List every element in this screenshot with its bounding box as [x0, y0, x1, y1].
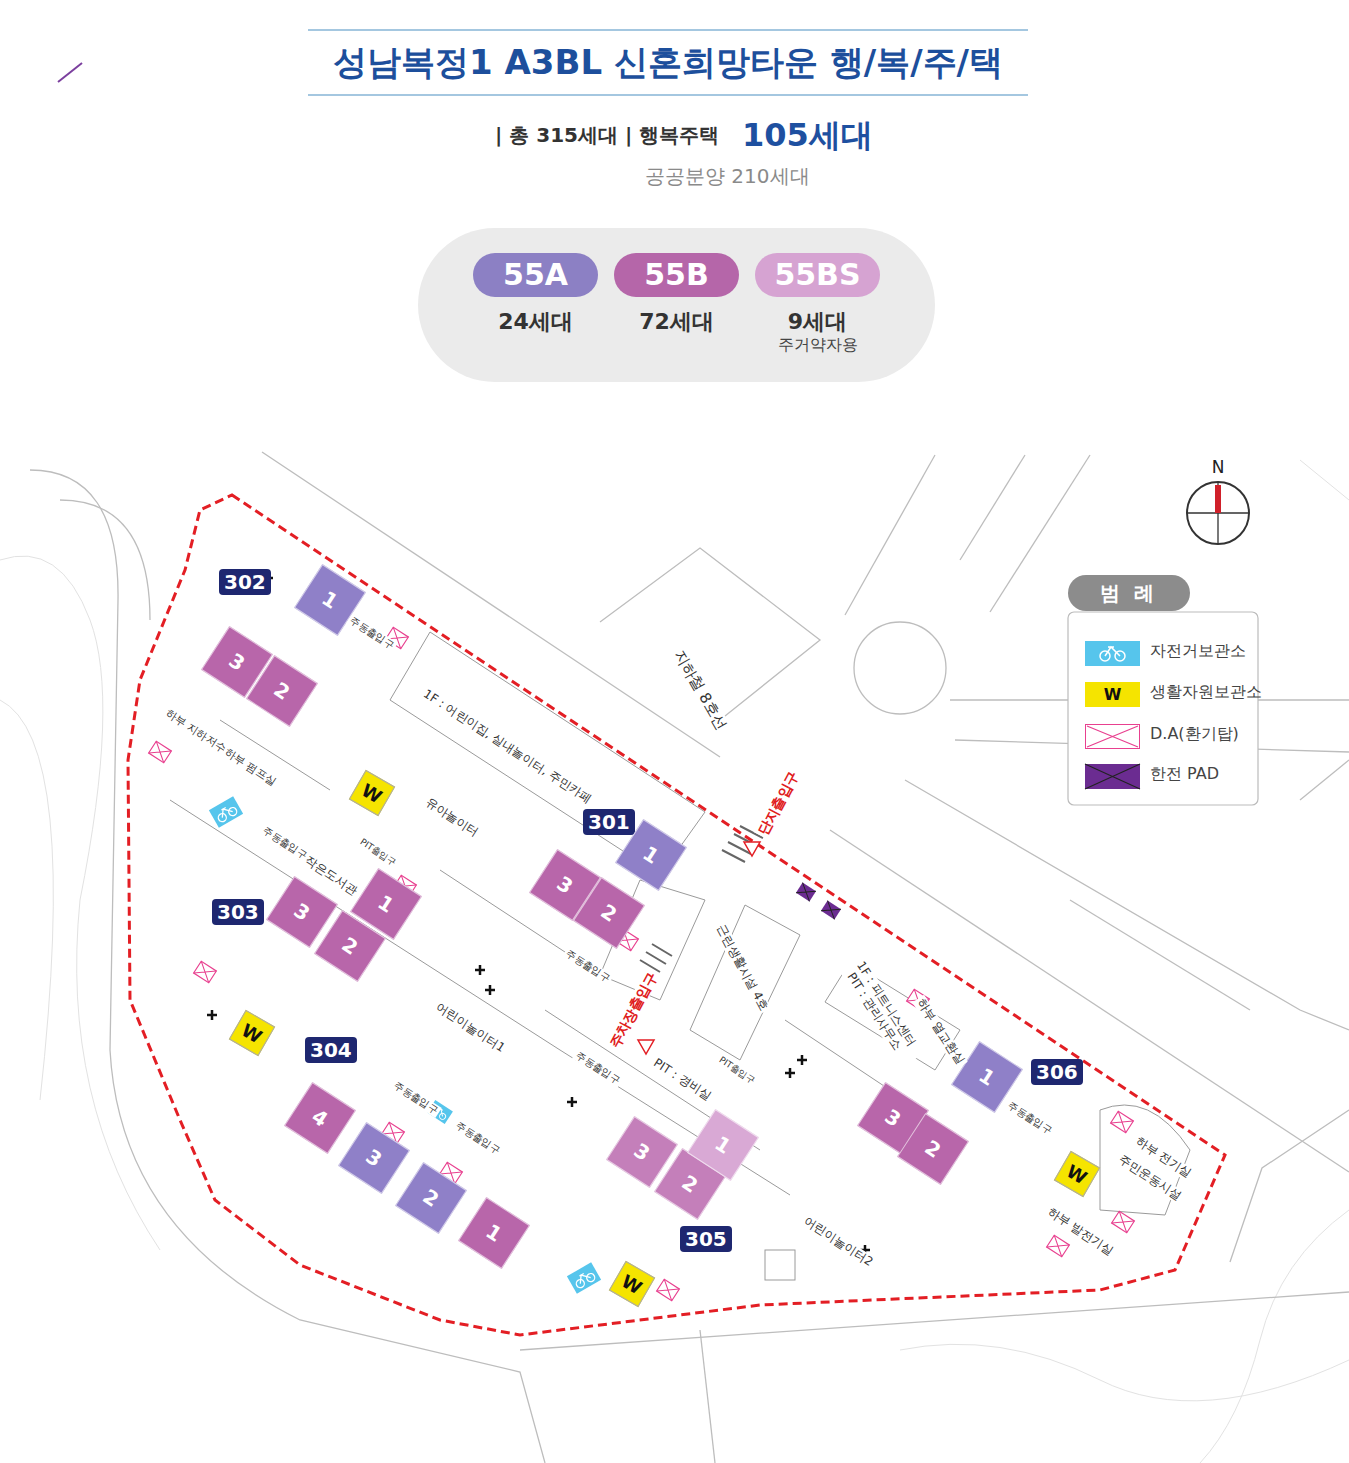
unit-number: 1	[318, 586, 343, 614]
building-number-text: 303	[217, 899, 259, 925]
map-label: 주동출입구	[452, 1118, 504, 1157]
map-label: PIT : 경비실	[649, 1055, 715, 1105]
unit-type-pill: 55A24세대	[473, 253, 598, 297]
unit-number: 1	[482, 1219, 507, 1247]
unit-block: 1	[458, 1197, 530, 1269]
station-letter: W	[618, 1270, 646, 1298]
legend-swatch	[1085, 641, 1140, 666]
building-number-text: 302	[224, 569, 266, 595]
unit-number: 2	[597, 899, 622, 927]
building-number-text: 305	[685, 1226, 727, 1252]
legend-swatch	[1085, 764, 1140, 789]
unit-number: 2	[678, 1170, 703, 1198]
unit-number: 2	[419, 1184, 444, 1212]
header-text: 공공분양 210세대	[645, 165, 810, 188]
type-name: 55B	[614, 253, 739, 297]
unit-count: 24세대	[473, 307, 598, 337]
unit-number: 1	[975, 1063, 1000, 1091]
map-label: 1F : 피트니스센터 PIT : 관리사무소	[835, 948, 926, 1067]
unit-number: 3	[553, 871, 578, 899]
map-label: 주동출입구	[562, 946, 614, 985]
unit-number: 2	[338, 932, 363, 960]
map-label: PIT출입구	[356, 836, 399, 869]
type-name: 55BS	[755, 253, 880, 297]
map-label: 유아놀이터	[421, 795, 482, 841]
building-number-text: 304	[310, 1037, 352, 1063]
unit-count: 72세대	[614, 307, 739, 337]
recycling-station: W	[349, 770, 395, 816]
recycling-station: W	[609, 1261, 655, 1307]
page-title: 성남복정1 A3BL 신혼희망타운 행/복/주/택	[308, 40, 1028, 86]
header-text: | 총 315세대 | 행복주택	[495, 124, 719, 147]
building-number-text: 306	[1036, 1059, 1078, 1085]
unit-number: 2	[270, 677, 295, 705]
unit-number: 3	[881, 1104, 906, 1132]
unit-count: 9세대	[755, 307, 880, 337]
map-label: 주동출입구	[1004, 1098, 1056, 1137]
recycling-station: W	[229, 1010, 275, 1056]
station-letter: W	[358, 779, 386, 807]
map-label: 지하철 8호선	[669, 645, 731, 734]
unit-number: 3	[362, 1144, 387, 1172]
building-number: 301	[583, 809, 635, 835]
unit-number: 2	[921, 1135, 946, 1163]
map-label: 어린이놀이터2	[799, 1213, 877, 1270]
map-label: 주동출입구	[259, 823, 311, 862]
unit-number: 3	[290, 898, 315, 926]
legend-title: 범 례	[1068, 575, 1190, 611]
map-label: 어린이놀이터1	[431, 999, 509, 1056]
map-label: 주동출입구	[572, 1048, 624, 1087]
unit-number: 3	[225, 648, 250, 676]
legend-text: 생활자원보관소	[1150, 683, 1262, 701]
map-label: 근린생활시설 4호	[713, 921, 772, 1015]
unit-type-pill: 55B72세대	[614, 253, 739, 297]
unit-number: 1	[711, 1131, 736, 1159]
station-letter: W	[1063, 1160, 1091, 1188]
map-label: 단지출입구	[754, 767, 803, 840]
building-number: 303	[212, 899, 264, 925]
building-number: 302	[219, 569, 271, 595]
legend-swatch-letter: W	[1085, 682, 1140, 707]
legend-swatch	[1085, 724, 1140, 749]
unit-block: 4	[284, 1082, 356, 1154]
building-number: 305	[680, 1226, 732, 1252]
map-label: 주동출입구	[390, 1078, 442, 1117]
header-text: 105세대	[742, 117, 873, 154]
unit-count: 주거약자용	[755, 335, 880, 356]
compass-north: N	[1212, 458, 1225, 478]
legend-text: 자전거보관소	[1150, 642, 1246, 660]
unit-number: 1	[639, 841, 664, 869]
building-number-text: 301	[588, 809, 630, 835]
unit-number: 4	[308, 1104, 333, 1132]
unit-number: 3	[630, 1138, 655, 1166]
map-label: 1F : 어린이집, 실내놀이터, 주민카페	[419, 686, 595, 807]
unit-number: 1	[374, 890, 399, 918]
legend-text: 한전 PAD	[1150, 765, 1219, 783]
unit-type-pill: 55BS9세대주거약자용	[755, 253, 880, 297]
legend-text: D.A(환기탑)	[1150, 725, 1239, 743]
station-letter: W	[238, 1019, 266, 1047]
recycling-station: W	[1054, 1151, 1100, 1197]
building-number: 304	[305, 1037, 357, 1063]
building-number: 306	[1031, 1059, 1083, 1085]
type-name: 55A	[473, 253, 598, 297]
